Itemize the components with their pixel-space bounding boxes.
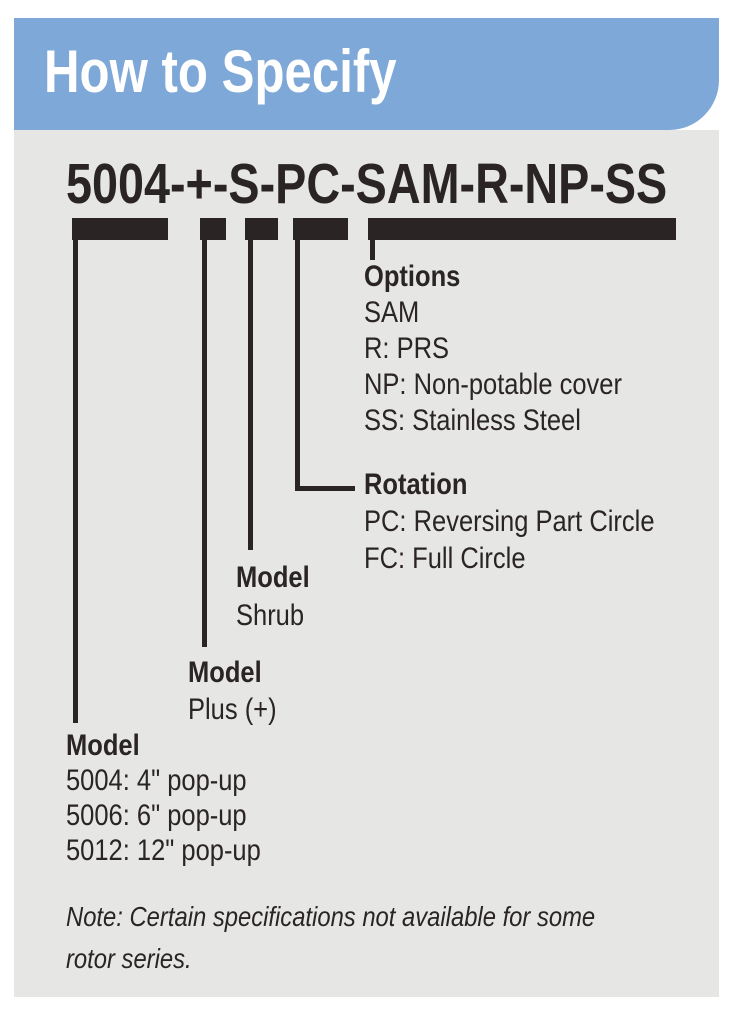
section-title: How to Specify [44,38,397,105]
model-shrub-item: Shrub [236,599,305,632]
footnote-line: Note: Certain specifications not availab… [66,901,596,932]
segment-bar-options [368,218,676,240]
callout-model-base: Model 5004: 4" pop-up 5006: 6" pop-up 50… [66,728,261,868]
segment-bar-plus [200,218,226,240]
model-code-text: 5004-+-S-PC-SAM-R-NP-SS [66,152,668,216]
connector-line-shrub [248,240,253,550]
rotation-item: PC: Reversing Part Circle [364,505,655,538]
rotation-heading: Rotation [364,468,468,501]
option-item: SAM [364,296,420,329]
model-base-item: 5004: 4" pop-up [66,764,247,797]
model-base-item: 5006: 6" pop-up [66,799,247,832]
option-item: R: PRS [364,332,450,365]
connector-elbow-rotation [295,486,355,491]
section-header-band [14,18,719,130]
option-item: NP: Non-potable cover [364,368,622,401]
callout-model-plus: Model Plus (+) [188,654,277,728]
connector-line-options [370,240,375,260]
option-item: SS: Stainless Steel [364,404,581,437]
model-plus-item: Plus (+) [188,693,277,726]
footnote-line: rotor series. [66,943,192,974]
diagram-panel [14,130,719,997]
model-plus-heading: Model [188,656,262,689]
callout-options: Options SAM R: PRS NP: Non-potable cover… [364,259,622,439]
callout-model-shrub: Model Shrub [236,559,310,635]
options-heading: Options [364,260,461,293]
rotation-item: FC: Full Circle [364,542,526,575]
model-shrub-heading: Model [236,561,310,594]
segment-bar-shrub [245,218,278,240]
connector-line-plus [202,240,207,647]
segment-bar-rotation [293,218,348,240]
footnote: Note: Certain specifications not availab… [66,896,595,980]
callout-rotation: Rotation PC: Reversing Part Circle FC: F… [364,466,655,577]
model-base-heading: Model [66,729,140,762]
model-base-item: 5012: 12" pop-up [66,834,261,867]
connector-line-model [73,240,78,723]
connector-line-rotation [295,240,300,491]
segment-bar-model [72,218,168,240]
